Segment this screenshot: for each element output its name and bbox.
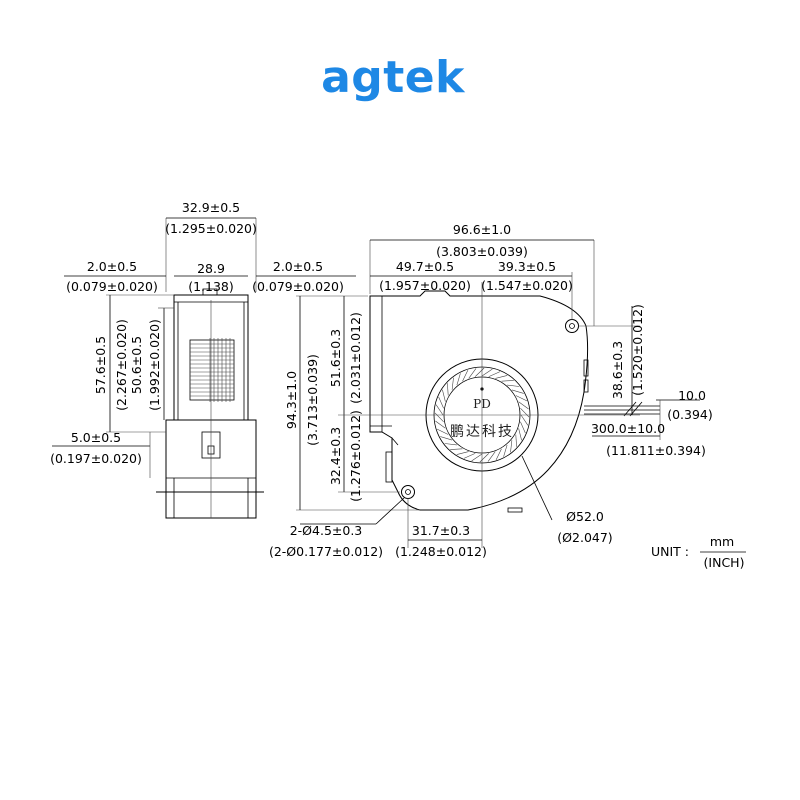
side-bottom-offset: 5.0±0.5 [71, 430, 121, 445]
impeller-blade [438, 396, 444, 409]
impeller-blade [520, 407, 530, 418]
impeller-blade [435, 420, 446, 429]
side-offset-right: 2.0±0.5 [273, 259, 323, 274]
unit-label: UNIT : [651, 544, 689, 559]
hole-spacing: 31.7±0.3 [412, 523, 470, 538]
mount-hole-bottom [401, 485, 415, 499]
impeller-blade [471, 453, 483, 462]
lead-length-in: (11.811±0.394) [606, 443, 706, 458]
front-width-right-in: (1.547±0.020) [481, 278, 573, 293]
side-coil [189, 338, 235, 402]
strip-length-in: (0.394) [667, 407, 713, 422]
front-height-total-in: (3.713±0.039) [305, 354, 320, 446]
impeller-blade [520, 421, 526, 434]
impeller-blade [510, 440, 513, 453]
impeller-blade [507, 384, 520, 387]
impeller-blade [515, 434, 517, 447]
impeller-blade [487, 451, 496, 462]
impeller-blade [474, 367, 485, 377]
front-height-lower-in: (1.276±0.012) [348, 410, 363, 502]
side-height-inner-in: (1.992±0.020) [147, 319, 162, 411]
unit-inch: (INCH) [704, 555, 745, 570]
side-view: 32.9±0.5 (1.295±0.020) 28.9 (1.138) 2.0±… [50, 200, 356, 519]
front-width-right: 39.3±0.5 [498, 259, 556, 274]
front-width-left: 49.7±0.5 [396, 259, 454, 274]
mount-hole-top [565, 319, 579, 333]
front-height-right: 38.6±0.3 [610, 341, 625, 399]
impeller-blade [456, 373, 461, 386]
front-width-total: 96.6±1.0 [453, 222, 511, 237]
side-width-total-in: (1.295±0.020) [165, 221, 257, 236]
impeller-blade [434, 412, 444, 423]
hole-diameter: 2-Ø4.5±0.3 [290, 523, 363, 538]
side-offset-left-in: (0.079±0.020) [66, 279, 158, 294]
hole-diameter-in: (2-Ø0.177±0.012) [269, 544, 383, 559]
impeller-blade [450, 448, 463, 450]
impeller-blade [495, 375, 508, 379]
impeller-blade [520, 414, 529, 426]
impeller-blade [518, 401, 529, 410]
impeller-blade [440, 436, 453, 441]
impeller-diameter: Ø52.0 [566, 509, 604, 524]
impeller-blade [442, 389, 446, 402]
label-cn: 鹏达科技 [450, 424, 514, 440]
impeller-blade [462, 369, 469, 382]
impeller-blade [435, 404, 444, 416]
side-height-outer: 57.6±0.5 [93, 336, 108, 394]
impeller-blade [488, 371, 501, 377]
brand-wordmark: agtek [321, 52, 466, 103]
front-height-lower: 32.4±0.3 [328, 427, 343, 485]
side-height-inner: 50.6±0.5 [129, 336, 144, 394]
impeller-blade [444, 443, 457, 446]
impeller-blade [436, 428, 449, 435]
impeller-blade [479, 453, 490, 463]
impeller-blade [501, 380, 514, 382]
impeller-blade [447, 383, 449, 396]
front-height-total: 94.3±1.0 [284, 371, 299, 429]
side-offset-left: 2.0±0.5 [87, 259, 137, 274]
lead-wires [584, 401, 660, 417]
impeller-blade [515, 395, 528, 402]
front-height-upper-in: (2.031±0.012) [348, 312, 363, 404]
front-width-total-in: (3.803±0.039) [436, 244, 528, 259]
impeller-blade [468, 368, 477, 379]
impeller-blade [456, 451, 469, 455]
side-offset-right-in: (0.079±0.020) [252, 279, 344, 294]
front-width-left-in: (1.957±0.020) [379, 278, 471, 293]
lead-length: 300.0±10.0 [591, 421, 665, 436]
front-view: PD 鹏达科技 96.6±1.0 (3.803±0.039) 49.7±0.5 … [269, 222, 713, 559]
impeller-blade [451, 377, 454, 390]
brand-logo: agtek [321, 52, 466, 103]
side-bottom-offset-in: (0.197±0.020) [50, 451, 142, 466]
strip-length: 10.0 [678, 388, 706, 403]
impeller-blade [495, 448, 502, 461]
impeller-blade [481, 368, 493, 377]
side-inner-width-in: (1.138) [188, 279, 234, 294]
impeller-blade [518, 428, 522, 441]
side-height-outer-in: (2.267±0.020) [114, 319, 129, 411]
side-width-total: 32.9±0.5 [182, 200, 240, 215]
impeller-blade [511, 389, 524, 394]
hole-spacing-in: (1.248±0.012) [395, 544, 487, 559]
unit-mm: mm [710, 534, 734, 549]
side-top-tab [202, 288, 218, 296]
impeller-diameter-in: (Ø2.047) [557, 530, 612, 545]
impeller-blade [503, 444, 508, 457]
side-inner-width: 28.9 [197, 261, 225, 276]
front-height-right-in: (1.520±0.012) [630, 304, 645, 396]
unit-legend: UNIT : mm (INCH) [651, 534, 746, 570]
front-height-upper: 51.6±0.3 [328, 329, 343, 387]
front-housing [369, 290, 589, 511]
impeller-blade [463, 453, 476, 459]
